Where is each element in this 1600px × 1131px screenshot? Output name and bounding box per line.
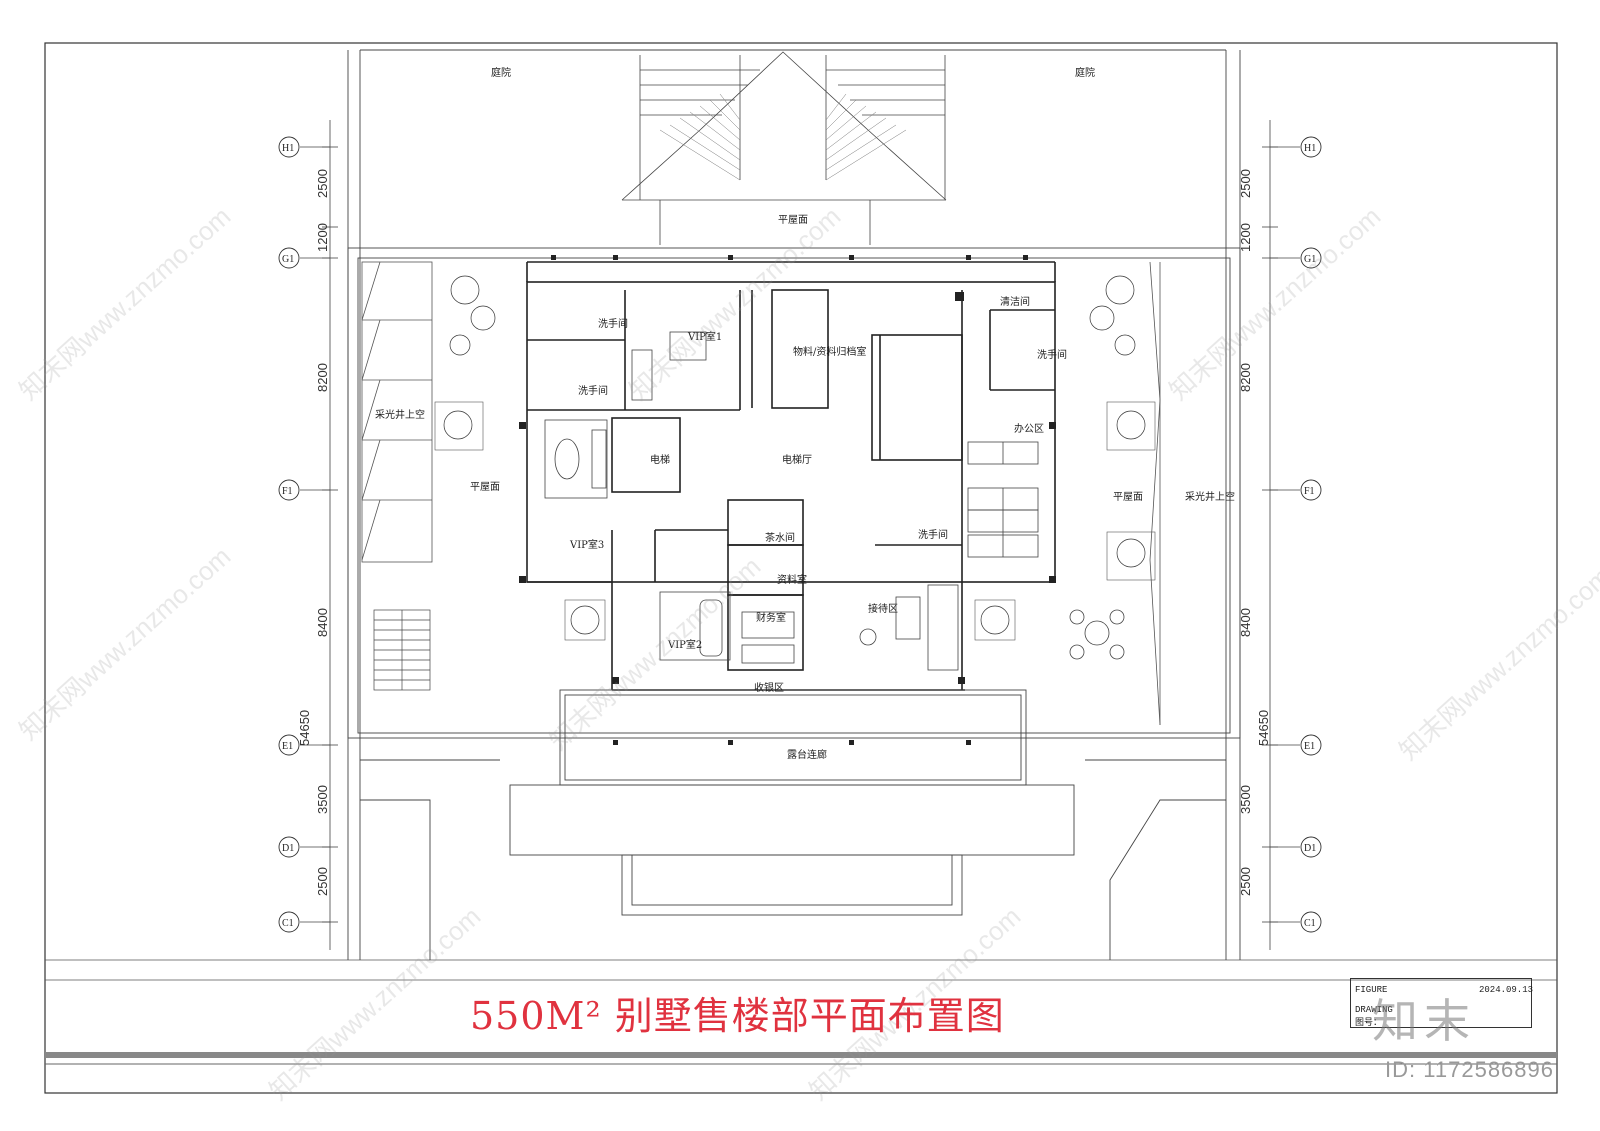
- title-block-drawing: DRAWING: [1355, 1005, 1393, 1015]
- label-archive-room: 物料/资料归档室: [793, 345, 866, 358]
- skylight-left-blocks: [361, 261, 433, 563]
- terrace-structure: [360, 689, 1226, 960]
- dim-right-54650: 54650: [1256, 710, 1271, 746]
- office-desks: [967, 441, 1039, 558]
- label-washroom-4: 洗手间: [918, 528, 948, 541]
- label-office-area: 办公区: [1014, 422, 1044, 435]
- dim-left-8200: 8200: [315, 363, 330, 392]
- title-block: FIGURE 2024.09.13 DRAWING 图号：: [1350, 978, 1534, 1028]
- bottom-grey-bar: [45, 1052, 1557, 1058]
- roof-hatching-right: [825, 93, 907, 181]
- left-dimension-lines: [300, 120, 338, 950]
- dim-right-8200: 8200: [1238, 363, 1253, 392]
- dim-right-2500-top: 2500: [1238, 169, 1253, 198]
- dim-left-8400: 8400: [315, 608, 330, 637]
- label-tea-room: 茶水间: [765, 531, 795, 544]
- axis-bubbles-left: [278, 136, 300, 933]
- dim-right-2500-bottom: 2500: [1238, 867, 1253, 896]
- axis-bubbles-right: [1300, 136, 1322, 933]
- label-finance-room: 财务室: [756, 611, 786, 624]
- label-elevator: 电梯: [650, 453, 670, 466]
- label-reception: 接待区: [868, 602, 898, 615]
- axis-left-e1: E1: [282, 741, 293, 752]
- label-flat-roof-top: 平屋面: [778, 214, 808, 226]
- label-cleaning-room: 清洁间: [1000, 295, 1030, 308]
- roof-hatching-left: [659, 93, 741, 181]
- roof-top: [621, 51, 947, 245]
- interior-walls: [526, 261, 1056, 691]
- label-courtyard-right: 庭院: [1075, 66, 1095, 79]
- axis-right-c1: C1: [1304, 918, 1316, 929]
- stair-left: [373, 609, 431, 691]
- outdoor-table: [1069, 609, 1125, 660]
- title-block-date: 2024.09.13: [1479, 985, 1534, 995]
- axis-left-d1: D1: [282, 843, 294, 854]
- axis-right-g1: G1: [1304, 254, 1316, 265]
- label-skylight-left: 采光井上空: [375, 408, 425, 421]
- vip-furniture: [544, 331, 959, 671]
- label-washroom-1: 洗手间: [598, 317, 628, 330]
- dim-left-3500: 3500: [315, 785, 330, 814]
- skylight-right-outline: [1149, 261, 1161, 726]
- label-washroom-3: 洗手间: [578, 384, 608, 397]
- label-cashier: 收银区: [754, 681, 784, 694]
- axis-left-g1: G1: [282, 254, 294, 265]
- drawing-title: 550M² 别墅售楼部平面布置图: [470, 994, 1005, 1038]
- label-terrace: 露台连廊: [787, 748, 827, 761]
- axis-left-f1: F1: [282, 486, 293, 497]
- dim-right-8400: 8400: [1238, 608, 1253, 637]
- title-block-drawing-no: 图号：: [1355, 1018, 1383, 1028]
- axis-right-d1: D1: [1304, 843, 1316, 854]
- label-data-room: 资料室: [777, 573, 807, 586]
- axis-right-h1: H1: [1304, 143, 1316, 154]
- axis-right-f1: F1: [1304, 486, 1315, 497]
- dim-right-3500: 3500: [1238, 785, 1253, 814]
- title-block-figure: FIGURE: [1355, 985, 1388, 995]
- column-markers: [519, 255, 1056, 745]
- label-courtyard-left: 庭院: [491, 66, 511, 79]
- axis-right-e1: E1: [1304, 741, 1315, 752]
- dim-left-2500-top: 2500: [315, 169, 330, 198]
- label-vip-room-1: VIP室1: [687, 330, 722, 343]
- axis-left-h1: H1: [282, 143, 294, 154]
- dim-left-1200: 1200: [315, 223, 330, 252]
- label-skylight-right: 采光井上空: [1185, 490, 1235, 503]
- right-dimension-lines: [1262, 120, 1300, 950]
- label-flat-roof-right: 平屋面: [1113, 491, 1143, 503]
- dim-left-54650: 54650: [297, 710, 312, 746]
- planter-frames: [434, 401, 1156, 641]
- label-vip-room-3: VIP室3: [569, 538, 604, 551]
- site-outline: [347, 49, 1241, 960]
- dim-right-1200: 1200: [1238, 223, 1253, 252]
- label-vip-room-2: VIP室2: [667, 638, 702, 651]
- landscape-planters: [443, 275, 1146, 635]
- label-washroom-2: 洗手间: [1037, 348, 1067, 361]
- dim-left-2500-bottom: 2500: [315, 867, 330, 896]
- brand-logo: 知末: [1372, 994, 1476, 1048]
- axis-left-c1: C1: [282, 918, 294, 929]
- label-flat-roof-left: 平屋面: [470, 481, 500, 493]
- label-elevator-hall: 电梯厅: [782, 453, 812, 466]
- drawing-frame: [44, 42, 1558, 1094]
- id-label: ID: 1172586896: [1385, 1057, 1554, 1082]
